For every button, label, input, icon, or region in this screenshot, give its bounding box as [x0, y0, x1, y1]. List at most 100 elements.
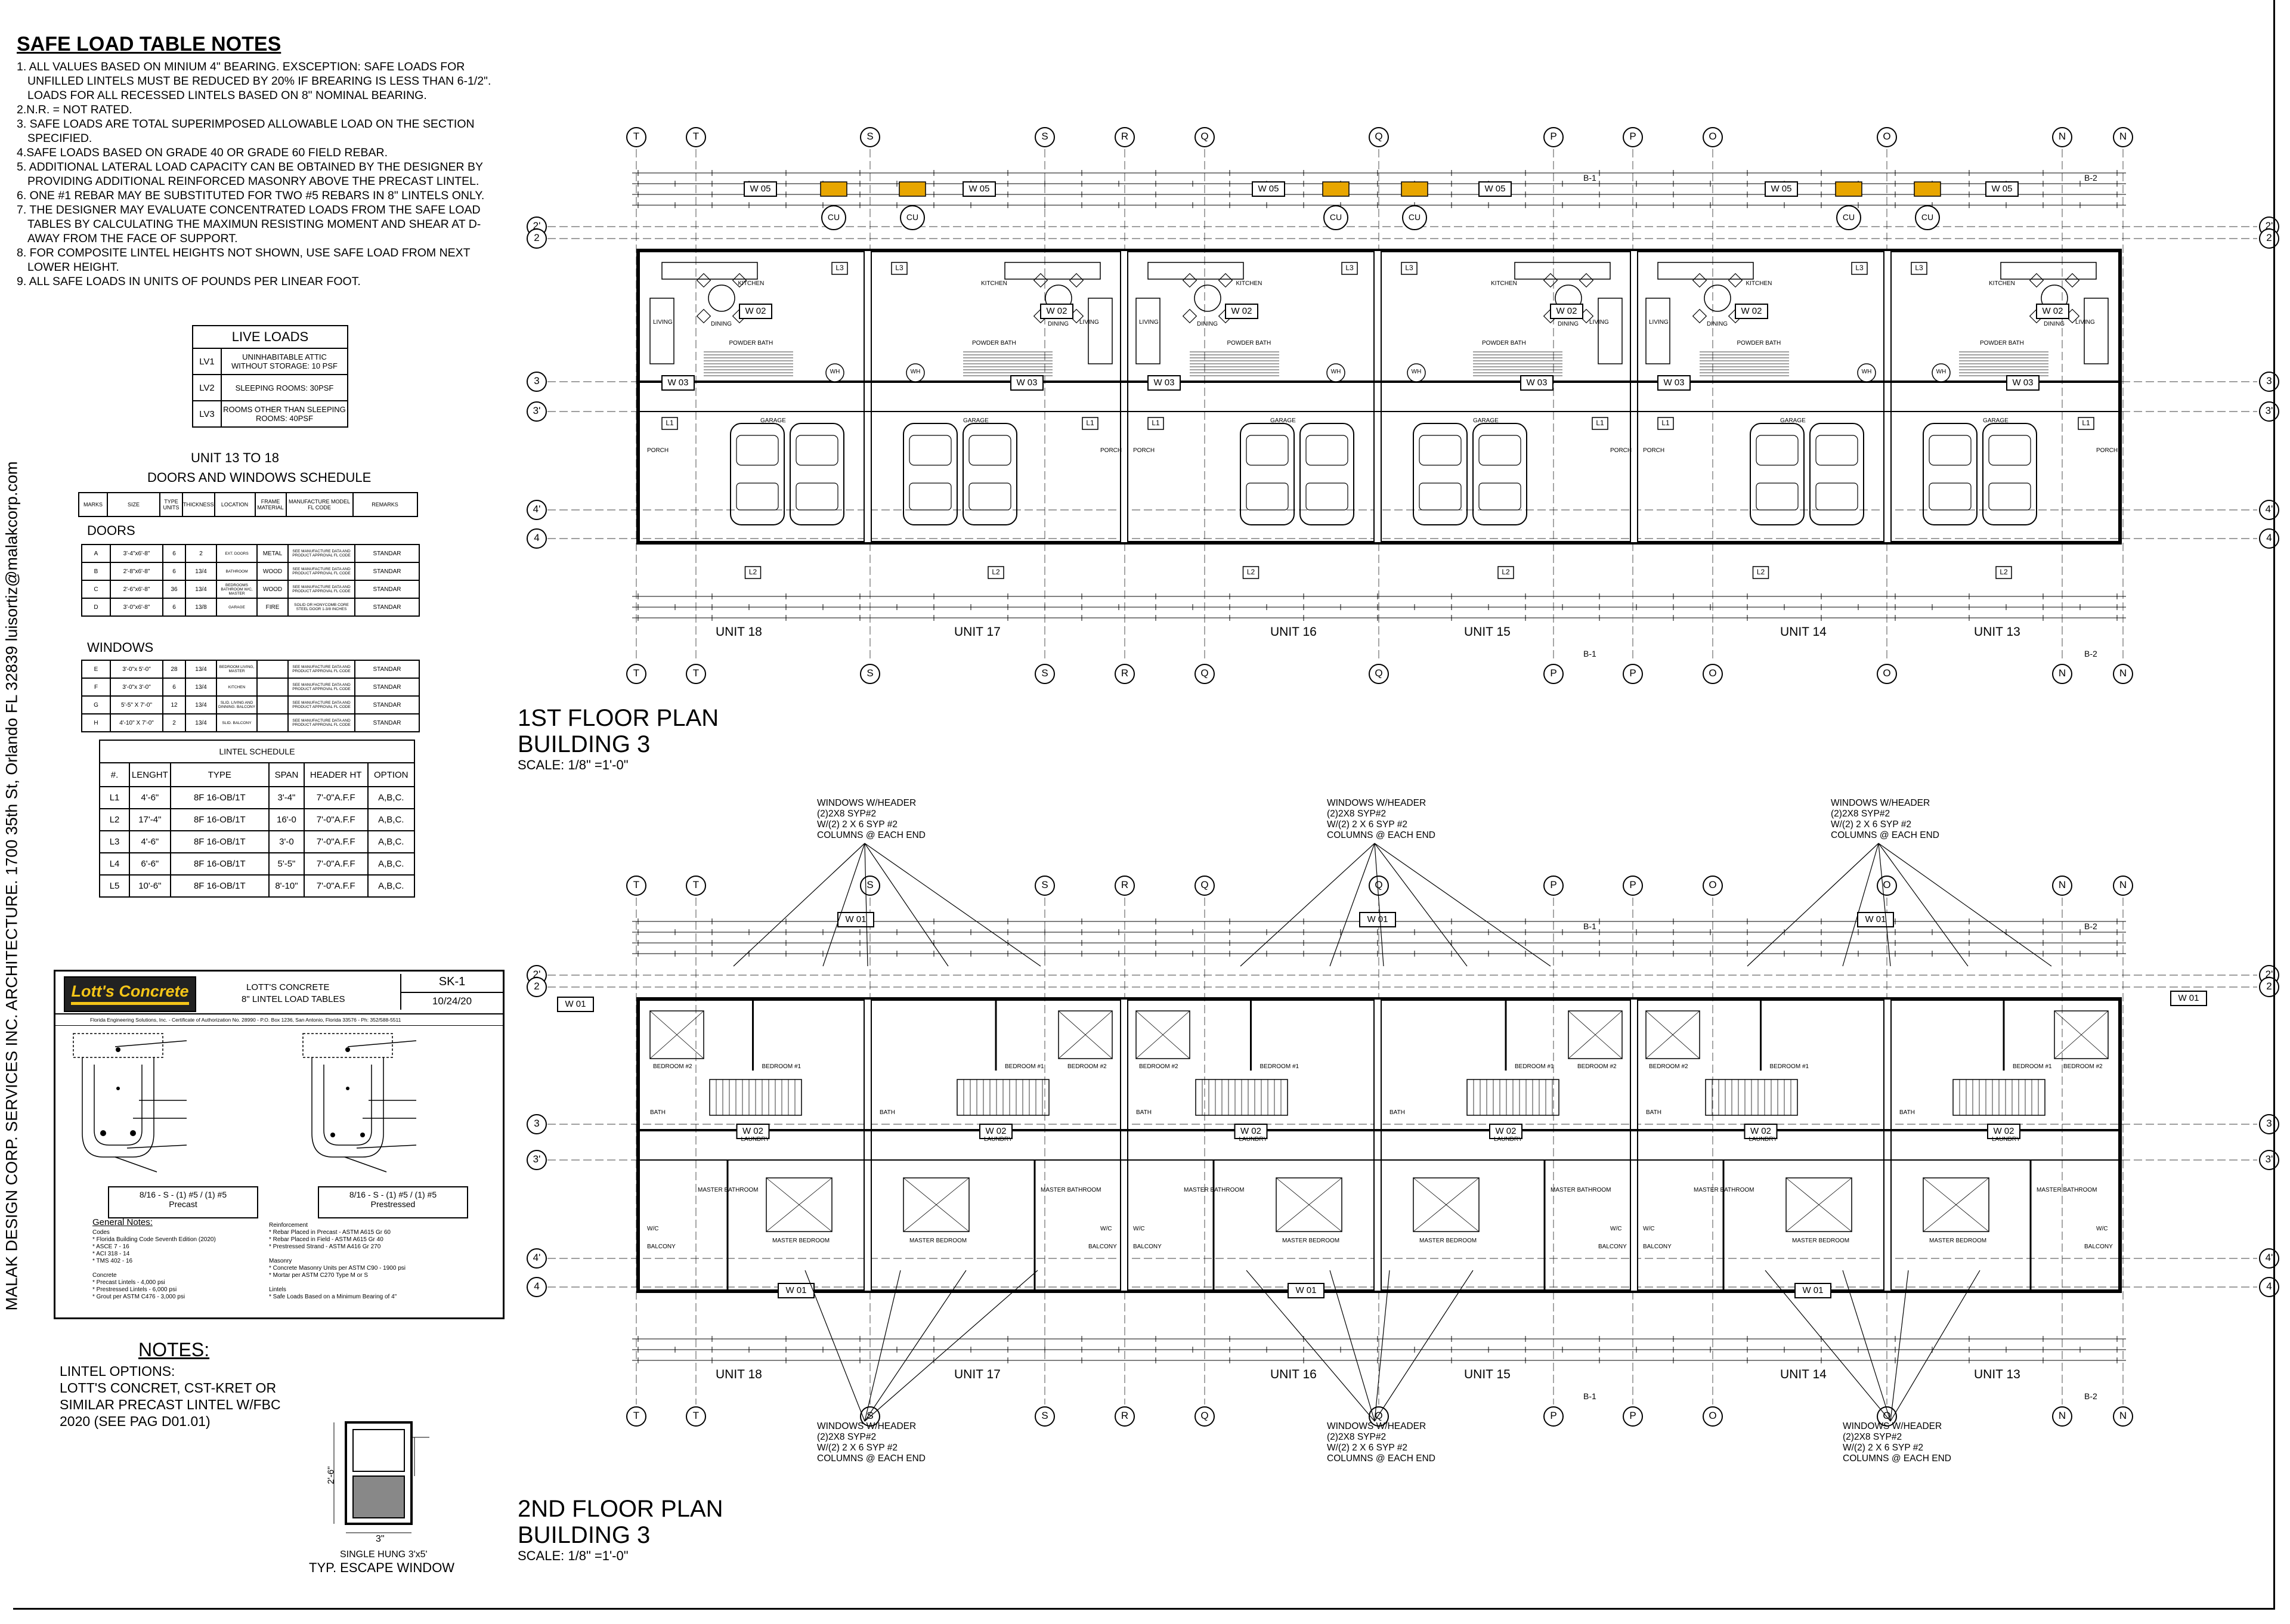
window-tag-label: W 02: [2042, 306, 2063, 316]
condenser-unit-icon: [1836, 205, 1861, 230]
schedule-cell: SEE MANUFACTURE DATA AND PRODUCT APPROVA…: [287, 562, 355, 581]
water-heater-icon: [1857, 363, 1876, 382]
grid-bubble: [1543, 127, 1564, 147]
schedule-header-cell: FRAME MATERIAL: [254, 492, 287, 517]
room-label: BEDROOM #2: [1139, 1063, 1178, 1070]
room-label: BEDROOM #1: [1260, 1063, 1299, 1070]
lintel-cell: L1: [98, 786, 131, 809]
chair-icon: [1069, 273, 1084, 288]
lotts-date: 10/24/20: [432, 995, 472, 1007]
grid-bubble: [527, 528, 547, 549]
party-wall: [1120, 998, 1128, 1292]
party-wall: [1120, 250, 1128, 543]
car-rear-icon: [1756, 482, 1799, 511]
window-tag-label: W 03: [1663, 378, 1685, 388]
grid-bubble: [860, 127, 880, 147]
plan2-title-block: 2ND FLOOR PLAN BUILDING 3 SCALE: 1/8" =1…: [518, 1496, 723, 1564]
grid-bubble: [1369, 1406, 1389, 1427]
grid-bubble: [527, 1277, 547, 1297]
window-tag: [1478, 181, 1512, 197]
windows-header-callout: W/(2) 2 X 6 SYP #2: [817, 819, 898, 830]
live-load-mark: LV1: [192, 348, 222, 375]
section-tag: B-2: [2084, 921, 2097, 931]
schedule-cell: SLID. LIVING AND DINNING. BALCONY: [216, 695, 258, 714]
safe-load-notes: SAFE LOAD TABLE NOTES 1. ALL VALUES BASE…: [17, 33, 512, 289]
window-tag: [1857, 912, 1894, 927]
grid-bubble: [1703, 127, 1723, 147]
master-bed-icon: [1785, 1177, 1852, 1232]
water-heater-icon: [1326, 363, 1345, 382]
schedule-cell: 12: [162, 695, 186, 714]
room-label: LAUNDRY: [741, 1136, 770, 1143]
callout-leader: [864, 843, 949, 967]
car-icon: [1299, 423, 1354, 525]
lotts-note-line: * Rebar Placed in Precast - ASTM A615 Gr…: [269, 1229, 391, 1236]
windows-header-callout: W/(2) 2 X 6 SYP #2: [1831, 819, 1911, 830]
grid-bubble: [1623, 876, 1643, 896]
grid-bubble: [626, 664, 646, 684]
schedule-cell: 2: [162, 713, 186, 732]
window-tag-label: W 01: [845, 914, 867, 924]
grid-bubble-label: N: [2119, 879, 2127, 890]
room-label: LAUNDRY: [1992, 1136, 2020, 1143]
window-tag: [1010, 375, 1044, 391]
grid-bubble: [1703, 664, 1723, 684]
kitchen-counter: [1004, 262, 1101, 280]
schedule-cell: 6: [162, 562, 186, 581]
callout-leader: [1374, 843, 1468, 967]
lintel-tag: [1401, 262, 1418, 275]
windows-header-callout: WINDOWS W/HEADER: [817, 1421, 917, 1431]
lintel-tag: [1752, 566, 1769, 579]
grid-bubble: [1194, 1406, 1215, 1427]
schedule-cell: SEE MANUFACTURE DATA AND PRODUCT APPROVA…: [287, 544, 355, 563]
lintel-tag: [1995, 566, 2012, 579]
grid-bubble-label: 2: [2266, 232, 2272, 243]
grid-bubble-label: O: [1883, 1410, 1891, 1421]
notes-line: LINTEL OPTIONS:: [60, 1363, 175, 1379]
plan1-building: BUILDING 3: [518, 731, 651, 757]
lintel-tag-label: L2: [1756, 568, 1765, 576]
schedule-cell: KITCHEN: [216, 678, 258, 697]
car-windshield-icon: [1246, 435, 1289, 466]
grid-bubble-label: O: [1883, 667, 1891, 679]
room-label: BALCONY: [647, 1243, 676, 1250]
schedule-cell: BATHROOM: [216, 562, 258, 581]
chair-icon: [732, 273, 747, 288]
schedule-cell: 6: [162, 598, 186, 617]
lotts-note-line: * ASCE 7 - 16: [92, 1243, 129, 1250]
grid-bubble-label: 4': [533, 503, 541, 515]
lotts-note-line: * Precast Lintels - 4,000 psi: [92, 1279, 165, 1286]
callout-leader: [1878, 843, 1969, 967]
grid-bubble-label: N: [2119, 131, 2127, 142]
grid-bubble: [1115, 664, 1135, 684]
schedule-cell: 13/4: [185, 660, 217, 679]
lotts-note-line: * Prestressed Lintels - 6,000 psi: [92, 1286, 177, 1293]
room-label: POWDER BATH: [1482, 340, 1526, 347]
schedule-cell: BEDROOM LIVING, MASTER: [216, 660, 258, 679]
schedule-cell: 6: [162, 678, 186, 697]
dining-table-icon: [1194, 284, 1221, 312]
schedule-cell: 28: [162, 660, 186, 679]
party-wall: [1630, 250, 1638, 543]
sofa-icon: [2084, 298, 2109, 364]
grid-bubble: [2052, 876, 2072, 896]
grid-bubble: [1035, 127, 1055, 147]
lintel-tag-label: L3: [1915, 264, 1923, 272]
safe-load-note: 1. ALL VALUES BASED ON MINIUM 4" BEARING…: [17, 60, 491, 102]
lotts-note-line: * Concrete Masonry Units per ASTM C90 - …: [269, 1265, 406, 1272]
unit-label: UNIT 13: [1974, 1368, 2020, 1381]
bed-icon: [1058, 1010, 1113, 1059]
sofa-icon: [1645, 298, 1670, 364]
unit-label: UNIT 15: [1464, 1368, 1511, 1381]
lintel-cell: 7'-0"A.F.F: [303, 786, 369, 809]
car-rear-icon: [968, 482, 1011, 511]
grid-bubble-label: N: [2058, 131, 2066, 142]
party-wall: [864, 998, 872, 1292]
master-bed-icon: [1276, 1177, 1342, 1232]
room-label: BATH: [1899, 1109, 1915, 1116]
window-tag: [1735, 304, 1768, 319]
cu-label: CU: [1329, 212, 1342, 222]
grid-bubble: [1703, 1406, 1723, 1427]
